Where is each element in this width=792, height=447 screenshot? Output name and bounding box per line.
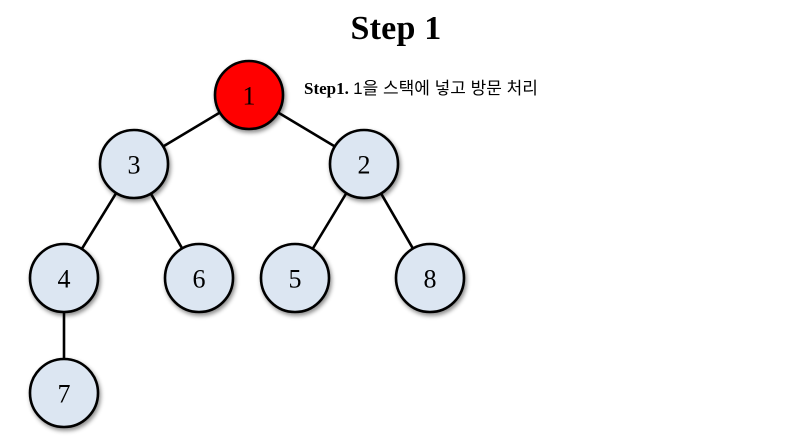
graph-edge-2-5 (310, 190, 349, 252)
node-label-2: 2 (358, 151, 371, 180)
graph-nodes: 1 3 2 4 6 5 8 7 (28, 59, 466, 429)
graph-node-1[interactable]: 1 (213, 59, 285, 131)
graph-edge-3-6 (148, 191, 185, 251)
node-label-7: 7 (58, 380, 71, 409)
node-label-6: 6 (193, 265, 206, 294)
node-circle-7[interactable] (28, 357, 100, 429)
node-circle-2[interactable] (328, 128, 400, 200)
node-circle-6[interactable] (163, 242, 235, 314)
node-label-4: 4 (58, 265, 71, 294)
graph-node-3[interactable]: 3 (98, 128, 170, 200)
graph-edge-1-3 (160, 110, 223, 149)
node-circle-4[interactable] (28, 242, 100, 314)
step-annotation: Step1. 1을 스택에 넣고 방문 처리 (304, 79, 538, 99)
graph-node-5[interactable]: 5 (259, 242, 331, 314)
graph-node-6[interactable]: 6 (163, 242, 235, 314)
node-circle-1[interactable] (213, 59, 285, 131)
graph-node-4[interactable]: 4 (28, 242, 100, 314)
node-label-3: 3 (128, 151, 141, 180)
graph-edge-3-4 (79, 190, 119, 252)
page-title: Step 1 (350, 10, 442, 47)
node-label-5: 5 (289, 265, 302, 294)
annotation-lead: Step1. (304, 79, 354, 98)
graph-node-8[interactable]: 8 (394, 242, 466, 314)
node-circle-5[interactable] (259, 242, 331, 314)
node-circle-3[interactable] (98, 128, 170, 200)
graph-edges (62, 110, 416, 361)
graph-node-7[interactable]: 7 (28, 357, 100, 429)
node-label-8: 8 (424, 265, 437, 294)
graph-edge-1-2 (275, 110, 338, 149)
graph-node-2[interactable]: 2 (328, 128, 400, 200)
node-circle-8[interactable] (394, 242, 466, 314)
graph-edge-2-8 (378, 191, 416, 251)
annotation-korean: 1을 스택에 넣고 방문 처리 (353, 79, 538, 98)
node-label-1: 1 (243, 82, 256, 111)
